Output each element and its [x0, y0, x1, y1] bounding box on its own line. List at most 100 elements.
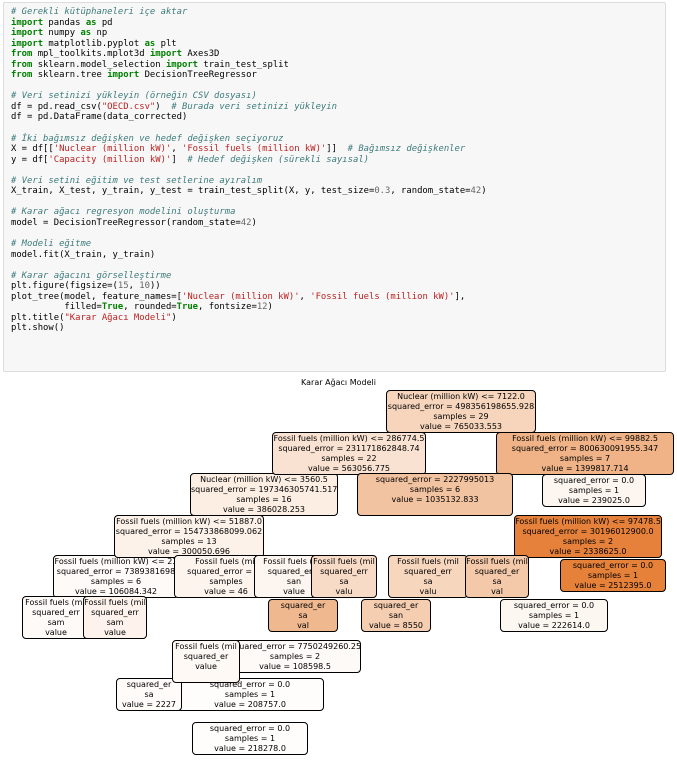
tree-node-line: value = 2227: [122, 700, 176, 709]
tree-node-line: samples = 16: [236, 495, 292, 504]
tree-node-line: value = 2338625.0: [549, 547, 627, 556]
code-token: True: [101, 302, 124, 313]
code-token: ]: [171, 154, 188, 165]
tree-node-line: value = 108598.5: [259, 662, 331, 671]
code-token: df = pd.DataFrame(data_corrected): [11, 112, 188, 123]
tree-node-line: squared_err: [404, 567, 452, 576]
tree-node-line: val: [491, 587, 503, 596]
tree-node-line: value = 765033.553: [420, 422, 502, 431]
tree-node-line: Fossil fuels (mil: [25, 598, 87, 607]
code-token: import: [11, 28, 44, 39]
tree-node-line: Nuclear (million kW) <= 3560.5: [200, 475, 328, 484]
code-token: 12: [256, 302, 268, 313]
tree-node-line: squared_error = 0.0: [572, 561, 654, 570]
code-token: 'Capacity (million kW)': [48, 154, 172, 165]
code-token: X_train, X_test, y_train, y_test = train…: [11, 186, 375, 197]
tree-node-line: squared_er: [126, 680, 172, 689]
code-line: # Karar ağacı regresyon modelini oluştur…: [11, 207, 661, 218]
code-token: ): [155, 101, 172, 112]
tree-node-line: sa: [144, 690, 154, 699]
tree-node-line: value = 222614.0: [518, 621, 590, 630]
tree-node-line: samples = 2: [269, 652, 321, 661]
tree-node-line: squared_error = 2227995013: [375, 475, 495, 484]
code-line: plt.title("Karar Ağacı Modeli"): [11, 313, 661, 324]
tree-node-line: squared_er: [474, 567, 520, 576]
code-token: 15: [117, 281, 129, 292]
tree-node-line: value = 8550: [369, 621, 423, 630]
tree-node-line: sa: [339, 577, 349, 586]
code-line: [11, 123, 661, 134]
code-line: plt.show(): [11, 323, 661, 334]
code-token: as: [80, 28, 92, 39]
code-token: ): [481, 186, 487, 197]
code-token: # Gerekli kütüphaneleri içe aktar: [11, 7, 188, 17]
tree-node-line: squared_er: [373, 601, 419, 610]
tree-node-line: value: [45, 628, 67, 637]
tree-node-line: Fossil fuels (million kW) <= 23: [54, 557, 178, 566]
tree-node-line: squared_error = 0.0: [209, 680, 291, 689]
tree-node-line: Fossil fuels (mil: [195, 557, 257, 566]
code-line: # İki bağımsız değişken ve hedef değişke…: [11, 134, 661, 145]
tree-node-line: Fossil fuels (million kW) <= 99882.5: [512, 434, 658, 443]
code-line: filled=True, rounded=True, fontsize=12): [11, 302, 661, 313]
tree-node-line: squared_er: [280, 601, 326, 610]
code-token: as: [144, 38, 156, 49]
code-token: matplotlib.pyplot: [43, 38, 145, 49]
code-line: import pandas as pd: [11, 18, 661, 29]
code-line: plot_tree(model, feature_names=['Nuclear…: [11, 292, 661, 303]
code-token: from: [11, 49, 33, 60]
code-token: # İki bağımsız değişken ve hedef değişke…: [11, 133, 284, 144]
code-line: # Modeli eğitme: [11, 239, 661, 250]
tree-node-line: squared_error = 0.0: [209, 724, 291, 733]
code-token: 'Nuclear (million kW)': [53, 144, 172, 155]
code-token: pd: [96, 17, 113, 28]
tree-node-line: squared_error = 154733868099.062: [115, 527, 263, 536]
code-token: ,: [128, 281, 140, 292]
plot-title: Karar Ağacı Modeli: [301, 378, 376, 387]
tree-node-line: squared_erro: [267, 567, 321, 576]
tree-node-line: squared_error = 30196012900.0: [522, 527, 654, 536]
code-token: , rounded=: [123, 302, 177, 313]
code-token: plt.figure(figsize=(: [11, 281, 118, 292]
tree-node-line: sam: [106, 618, 124, 627]
tree-node-line: value = 208757.0: [214, 700, 286, 709]
tree-node-line: Fossil fuels (mil: [313, 557, 375, 566]
tree-node-line: sa: [298, 611, 308, 620]
tree-node-line: squared_error = 197346305741.517: [191, 485, 338, 494]
tree-node-line: samples = 7: [559, 454, 611, 463]
tree-node-line: Nuclear (million kW) <= 7122.0: [397, 392, 525, 401]
code-token: 'Fossil fuels (million kW)': [182, 144, 327, 155]
code-token: # Burada veri setinizi yükleyin: [171, 101, 337, 112]
tree-node-line: squared_error = 498356198655.928: [387, 402, 535, 411]
code-token: as: [85, 17, 97, 28]
tree-node-line: samples = 1: [568, 486, 620, 495]
tree-node-line: Fossil fuels (mil: [397, 557, 459, 566]
tree-node-line: Fossil fuels (million kW) <= 286774.5: [273, 434, 425, 443]
code-token: ): [171, 312, 177, 323]
code-line: plt.figure(figsize=(15, 10)): [11, 281, 661, 292]
code-token: np: [91, 28, 108, 39]
code-token: 0.3: [374, 186, 391, 197]
tree-node-line: valu: [419, 587, 437, 596]
tree-node-line: squared_err: [32, 608, 80, 617]
code-token: , random_state=: [390, 186, 471, 197]
tree-node-line: samples = 6: [409, 485, 461, 494]
code-token: from: [11, 59, 33, 70]
tree-node-line: value = 2512395.0: [574, 581, 652, 590]
